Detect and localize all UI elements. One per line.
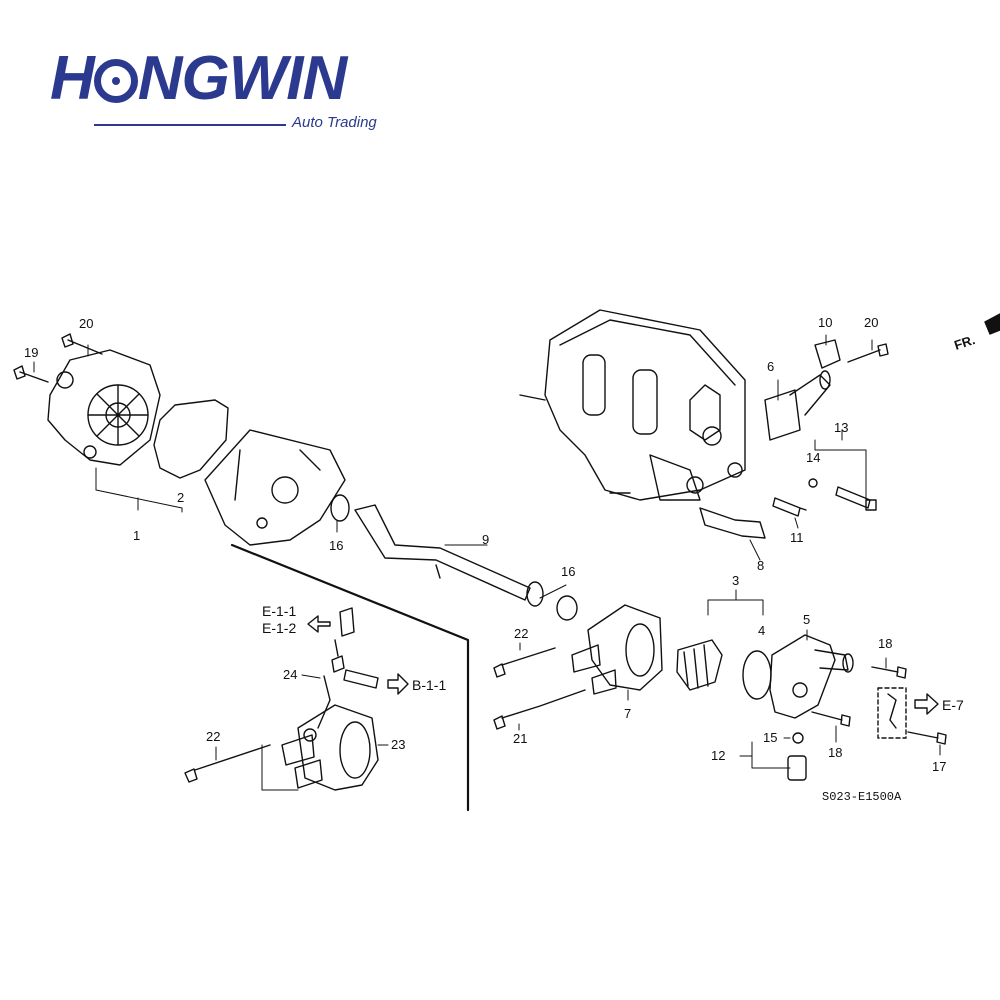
thermostat-housing-drawing [571, 604, 663, 695]
callout-16-left: 16 [329, 538, 343, 553]
diagram-code: S023-E1500A [822, 790, 902, 804]
bolt-18-upper-drawing [871, 666, 907, 679]
callout-9: 9 [482, 532, 489, 547]
callout-16-right: 16 [561, 564, 575, 579]
callout-2: 2 [177, 490, 184, 505]
callout-1: 1 [133, 528, 140, 543]
section-divider [230, 543, 470, 812]
callout-4: 4 [758, 623, 765, 638]
reference-arrows [307, 615, 939, 715]
front-indicator: FR. [952, 332, 977, 353]
bolt-19-drawing [13, 365, 49, 383]
switch-12-drawing [787, 732, 807, 781]
thermostat-drawing [676, 639, 723, 691]
callout-12: 12 [711, 748, 725, 763]
connecting-pipe-drawing [354, 504, 531, 601]
pump-gasket-drawing [153, 399, 229, 479]
callout-3: 3 [732, 573, 739, 588]
callout-14: 14 [806, 450, 820, 465]
ref-b-1-1: B-1-1 [412, 677, 446, 693]
water-outlet-6-drawing [764, 370, 831, 441]
sensor-13-drawing [835, 486, 877, 511]
callout-18-upper: 18 [878, 636, 892, 651]
engine-block-drawing [204, 429, 346, 546]
o-ring-16-right-drawing [556, 595, 578, 621]
bolt-22-inset-drawing [184, 744, 271, 783]
callout-7: 7 [624, 706, 631, 721]
fr-arrow-icon [984, 313, 1000, 335]
sensor-24-drawing [317, 607, 379, 729]
callout-19: 19 [24, 345, 38, 360]
callout-11: 11 [790, 530, 804, 545]
bolt-21-drawing [493, 689, 586, 730]
bolt-18-lower-drawing [811, 711, 851, 727]
thermostat-cover-drawing [769, 634, 854, 719]
callout-20-right: 20 [864, 315, 878, 330]
thermostat-gasket-drawing [742, 650, 772, 700]
callout-22-middle: 22 [514, 626, 528, 641]
callout-23: 23 [391, 737, 405, 752]
bolt-20-left-drawing [61, 333, 103, 355]
callout-20-left: 20 [79, 316, 93, 331]
callout-6: 6 [767, 359, 774, 374]
ref-e-1-1: E-1-1 [262, 603, 296, 619]
callout-15: 15 [763, 730, 777, 745]
callout-labels: 1 2 3 4 5 6 7 8 9 10 11 12 13 14 15 16 1… [24, 315, 977, 804]
logo-underline [94, 124, 286, 126]
logo-tagline: Auto Trading [292, 114, 377, 131]
ref-e-1-2: E-1-2 [262, 620, 296, 636]
clip-17-drawing [877, 687, 947, 745]
callout-22-inset: 22 [206, 729, 220, 744]
callout-24: 24 [283, 667, 297, 682]
bolt-22-middle-drawing [493, 647, 556, 678]
washer-14-drawing [808, 478, 818, 488]
callout-17: 17 [932, 759, 946, 774]
callout-13: 13 [834, 420, 848, 435]
bracket-10-drawing [814, 339, 841, 369]
leader-lines [33, 334, 941, 791]
callout-10: 10 [818, 315, 832, 330]
bolt-20-right-drawing [847, 343, 889, 363]
cylinder-head-drawing [519, 309, 746, 501]
wheel-icon [93, 59, 138, 103]
o-ring-16-left-drawing [330, 494, 350, 522]
callout-18-lower: 18 [828, 745, 842, 760]
water-pump-drawing [47, 349, 161, 466]
sender-11-drawing [772, 497, 807, 517]
inset-housing-drawing [281, 704, 379, 791]
pipe-8-drawing [699, 507, 766, 539]
callout-5: 5 [803, 612, 810, 627]
callout-21: 21 [513, 731, 527, 746]
ref-e-7: E-7 [942, 697, 964, 713]
callout-8: 8 [757, 558, 764, 573]
